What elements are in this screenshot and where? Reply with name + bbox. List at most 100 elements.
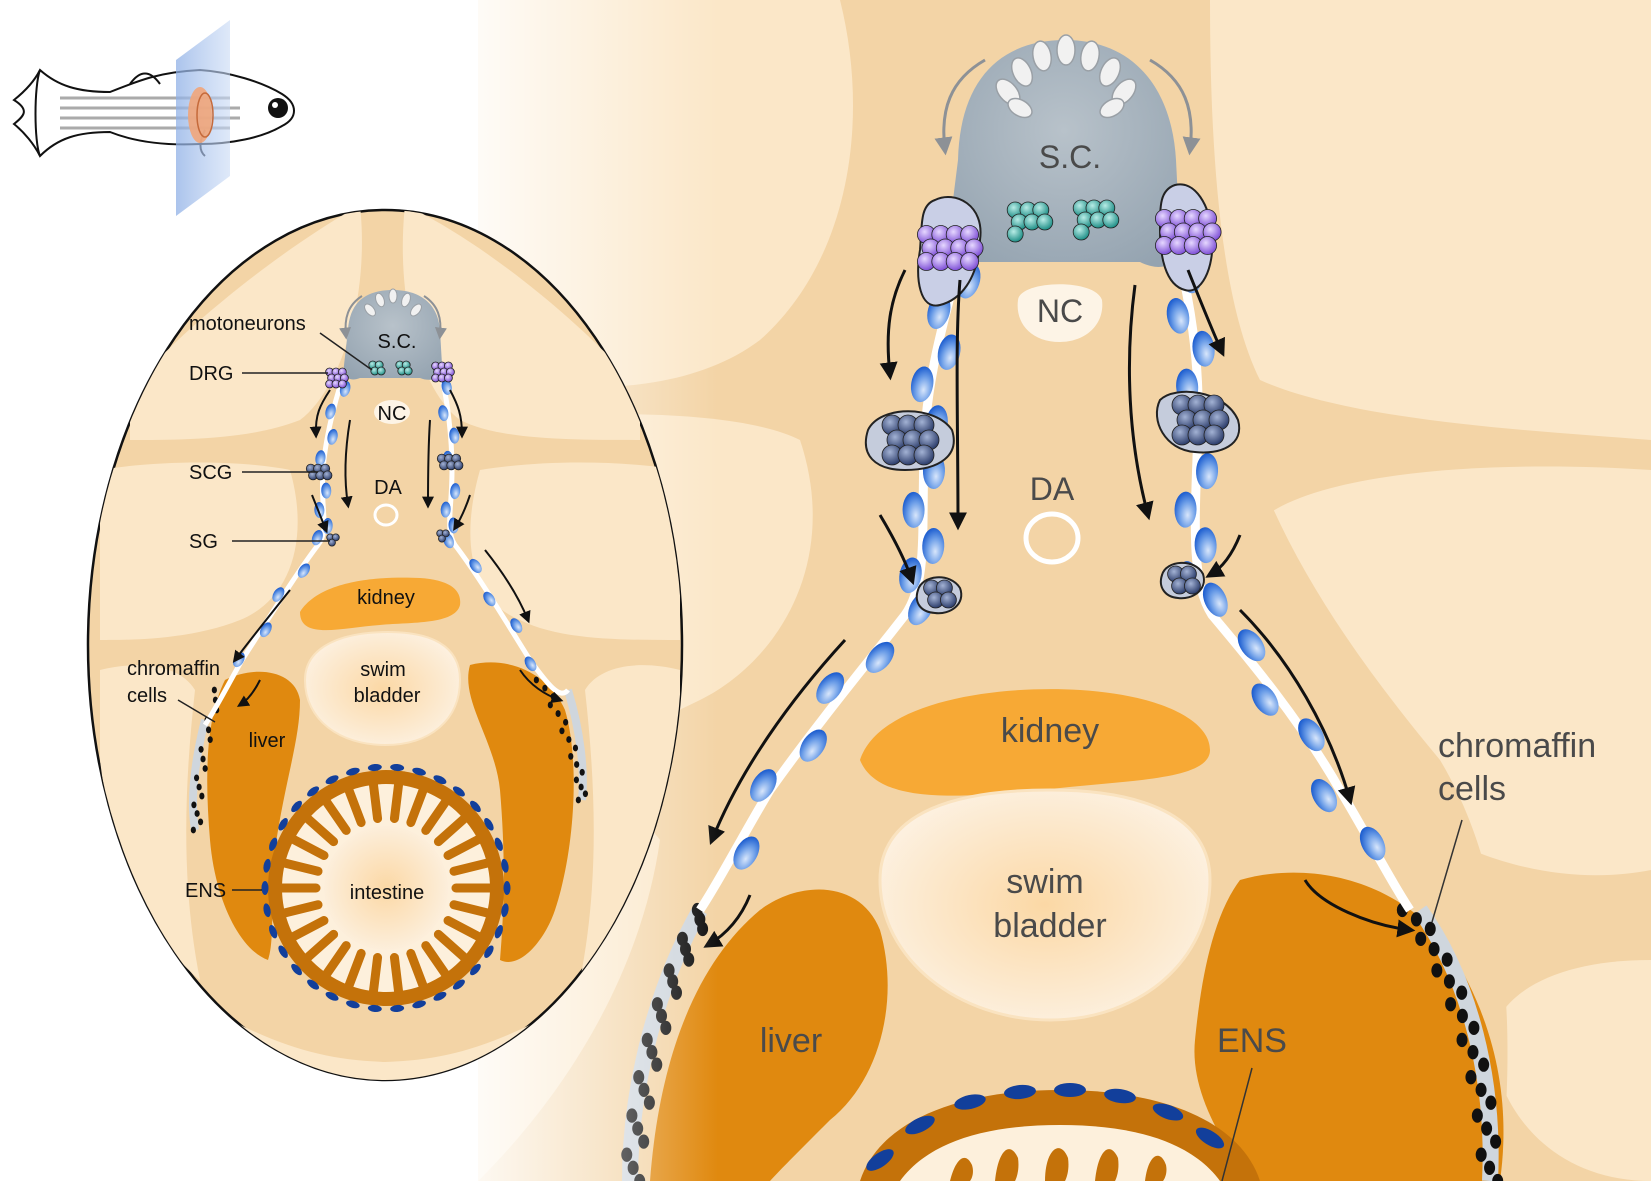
chromaffin-cell: [198, 746, 203, 753]
chromaffin-cell: [576, 797, 581, 804]
chromaffin-cell: [1476, 1083, 1487, 1097]
intestine-villus: [373, 957, 377, 991]
motoneuron-cell: [1103, 212, 1119, 228]
ganglion-cell: [1204, 425, 1224, 445]
neural-crest-cell: [903, 492, 925, 528]
chromaffin-cell: [548, 702, 553, 709]
chromaffin-cell: [579, 784, 584, 791]
chromaffin-cell: [1484, 1161, 1495, 1175]
chromaffin-cell: [574, 776, 579, 783]
chromaffin-cell: [1444, 974, 1455, 988]
bladder-label-small: bladder: [354, 685, 421, 707]
ganglion-cell: [914, 445, 934, 465]
chromaffin-cell: [1467, 1045, 1478, 1059]
chromaffin-cell: [203, 765, 208, 772]
nc-label-large: NC: [1037, 293, 1083, 329]
liver-label-small: liver: [249, 730, 286, 752]
scg-label: SCG: [189, 462, 232, 484]
ens-label-small: ENS: [185, 880, 226, 902]
ganglion-cell: [1184, 578, 1200, 594]
chromaffin-cell: [200, 756, 205, 763]
chromaffin-cell: [194, 774, 199, 781]
chromaffin-cell: [1478, 1057, 1489, 1071]
motoneuron-cell: [1007, 226, 1023, 242]
muscle-block: [1210, 0, 1651, 440]
chromaffin-cell: [1485, 1096, 1496, 1110]
chromaffin-cell: [556, 710, 561, 717]
intestine-villus: [394, 785, 398, 819]
chromaffin-cell: [191, 802, 196, 809]
ganglion-cell: [454, 461, 463, 470]
chromaffin-cell: [1457, 1009, 1468, 1023]
chromaffin-cell: [198, 818, 203, 825]
chromaffin-cell: [1468, 1021, 1479, 1035]
sc-label-small: S.C.: [378, 331, 417, 353]
drg-label: DRG: [189, 363, 233, 385]
motoneuron-cell: [1073, 224, 1089, 240]
da-label-large: DA: [1030, 471, 1075, 507]
liver-label-large: liver: [760, 1022, 822, 1060]
chromaffin-cell: [197, 784, 202, 791]
chromaffin-cell: [1457, 1033, 1468, 1047]
chromaffin-cell: [208, 736, 213, 743]
chromaffin-cell: [1445, 997, 1456, 1011]
da-label-small: DA: [374, 477, 402, 499]
chromaffin-label-small: chromaffin: [127, 658, 220, 680]
kidney-label-small: kidney: [357, 587, 415, 609]
muscle-block: [100, 665, 200, 980]
ganglion-cell: [328, 539, 335, 546]
ens-label-large: ENS: [1217, 1022, 1287, 1060]
swim-label-large: swim: [1006, 863, 1083, 901]
cross-section-plane-icon: [176, 20, 230, 216]
chromaffin-cell: [1425, 922, 1436, 936]
chromaffin-cell: [1465, 1070, 1476, 1084]
drg-cell: [1199, 237, 1217, 255]
chromaffin-cell: [1481, 1121, 1492, 1135]
motoneuron-cell: [1037, 214, 1053, 230]
chromaffin-cell: [574, 761, 579, 768]
chromaffin-label-large: chromaffin: [1438, 727, 1596, 765]
chromaffin-cell: [199, 793, 204, 800]
chromaffin-cell: [1456, 986, 1467, 1000]
intestine-villus: [373, 785, 377, 819]
chromaffin-cell: [563, 719, 568, 726]
chromaffin-cell: [1472, 1108, 1483, 1122]
chromaffin-cell: [568, 753, 573, 760]
drg-cell: [961, 253, 979, 271]
chromaffin-cell: [534, 677, 539, 684]
ganglion-cell: [940, 592, 956, 608]
ens-cell: [504, 881, 511, 895]
chromaffin-cell: [1490, 1134, 1501, 1148]
chromaffin-cell: [583, 790, 588, 797]
chromaffin-cell: [1442, 952, 1453, 966]
chromaffin-cell: [1476, 1148, 1487, 1162]
ganglion-cell: [323, 471, 332, 480]
sc-label-large: S.C.: [1039, 139, 1101, 175]
chromaffin-cell: [1415, 932, 1426, 946]
chromaffin-cell: [1431, 963, 1442, 977]
chromaffin-cell: [1411, 912, 1422, 926]
intestine-villus: [394, 957, 398, 991]
motoneurons-label: motoneurons: [189, 313, 306, 335]
nc-label-small: NC: [378, 403, 407, 425]
cells-label-large: cells: [1438, 770, 1506, 808]
chromaffin-cell: [559, 728, 564, 735]
chromaffin-cell: [573, 745, 578, 752]
cells-label-small: cells: [127, 685, 167, 707]
chromaffin-cell: [1429, 942, 1440, 956]
chromaffin-cell: [206, 726, 211, 733]
drg-cell: [338, 380, 346, 388]
kidney-label-large: kidney: [1001, 712, 1099, 750]
chromaffin-cell: [580, 769, 585, 776]
ens-cell: [262, 881, 269, 895]
chromaffin-cell: [566, 736, 571, 743]
sg-label: SG: [189, 531, 218, 553]
intestine-label-small: intestine: [350, 882, 425, 904]
small-section: motoneurons DRG SCG SG chromaffin cells …: [88, 205, 682, 1082]
motoneuron-cell: [377, 367, 385, 375]
chromaffin-cell: [542, 685, 547, 692]
swim-label-small: swim: [360, 659, 406, 681]
zebrafish-outline-icon: [14, 70, 294, 156]
motoneuron-cell: [404, 367, 412, 375]
